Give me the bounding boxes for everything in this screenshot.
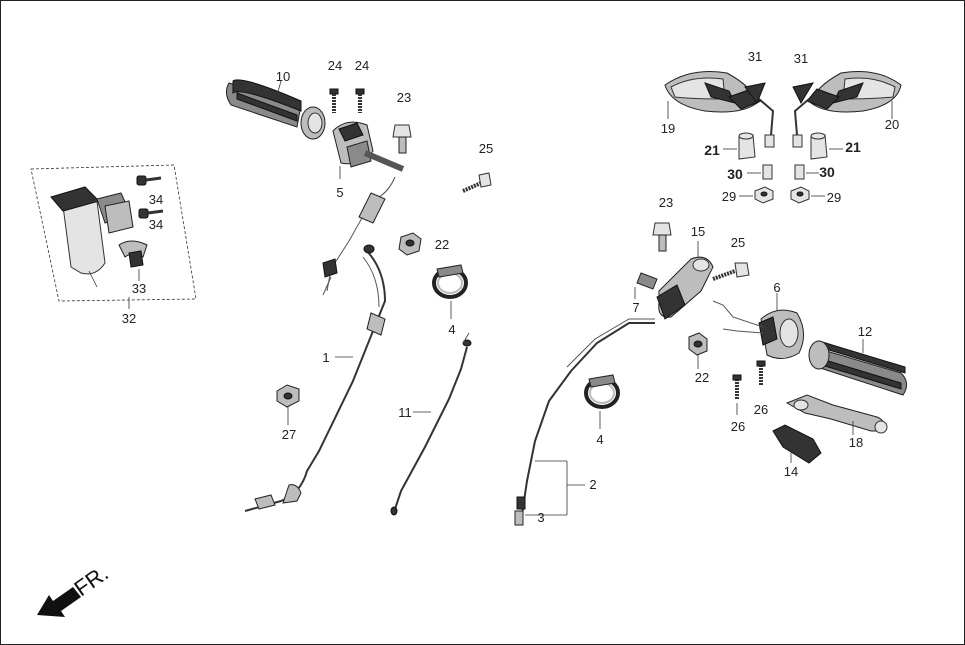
cover-21-left — [723, 132, 756, 160]
clutch-lever-18 — [785, 394, 888, 435]
callout-4-left: 4 — [448, 322, 455, 337]
callout-14: 14 — [784, 464, 798, 479]
nut-22-left — [398, 232, 422, 256]
callout-24-b: 24 — [355, 58, 369, 73]
switch-wiring — [322, 176, 396, 296]
cap-31-right — [792, 82, 815, 105]
bolt-25-left — [462, 172, 492, 193]
front-direction-indicator: FR. — [37, 560, 113, 617]
callout-2: 2 — [589, 477, 596, 492]
bolt-34-b — [138, 208, 164, 219]
callout-21-left: 21 — [704, 142, 720, 158]
callout-10: 10 — [276, 69, 290, 84]
bolt-26-a — [732, 374, 742, 415]
hose-clamp-4-left — [432, 264, 468, 319]
adaptor-30-left — [747, 164, 773, 180]
clutch-cable-2 — [514, 318, 655, 526]
callout-32: 32 — [122, 311, 136, 326]
callout-31-right: 31 — [794, 51, 808, 66]
callout-34-a: 34 — [149, 192, 163, 207]
lever-boot-14 — [772, 424, 822, 464]
bolt-24-a — [329, 88, 339, 113]
bolt-26-b — [756, 360, 766, 385]
callout-1: 1 — [322, 350, 329, 365]
left-grip-10 — [225, 79, 326, 140]
callout-12: 12 — [858, 324, 872, 339]
callout-18: 18 — [849, 435, 863, 450]
callout-11: 11 — [398, 405, 412, 420]
callout-26-a: 26 — [731, 419, 745, 434]
callout-20: 20 — [885, 117, 899, 132]
callout-29-left: 29 — [722, 189, 736, 204]
callout-34-b: 34 — [149, 217, 163, 232]
mirror-19-left — [664, 71, 775, 148]
nut-27 — [276, 384, 300, 425]
callout-26-b: 26 — [754, 402, 768, 417]
adaptor-30-right — [794, 164, 819, 180]
callout-22-left: 22 — [435, 237, 449, 252]
callout-30-right: 30 — [819, 164, 835, 180]
bolt-23-left — [392, 124, 412, 154]
mirror-20-right — [792, 71, 902, 148]
bolt-34-a — [136, 175, 162, 186]
nut-29-left — [739, 186, 774, 204]
clutch-bracket-15 — [634, 241, 714, 320]
hose-clamp-4-right — [584, 374, 620, 429]
callout-25-left: 25 — [479, 141, 493, 156]
callout-22-right: 22 — [695, 370, 709, 385]
cover-21-right — [810, 132, 843, 160]
callout-30-left: 30 — [727, 166, 743, 182]
left-switch-5 — [332, 121, 405, 179]
right-grip-12 — [808, 339, 907, 396]
callout-7: 7 — [632, 300, 639, 315]
bolt-25-right — [712, 262, 750, 281]
callout-6: 6 — [773, 280, 780, 295]
nut-22-right — [688, 332, 708, 369]
cable-11 — [390, 332, 472, 516]
throttle-cable-1 — [244, 244, 387, 512]
callout-33: 33 — [132, 281, 146, 296]
callout-labels: 10 24 24 23 5 25 22 4 1 27 11 34 34 33 3… — [122, 49, 899, 525]
callout-3: 3 — [537, 510, 544, 525]
callout-23-right: 23 — [659, 195, 673, 210]
callout-4-right: 4 — [596, 432, 603, 447]
bolt-23-right — [652, 222, 672, 252]
callout-15: 15 — [691, 224, 705, 239]
callout-27: 27 — [282, 427, 296, 442]
callout-25-right: 25 — [731, 235, 745, 250]
callout-5: 5 — [336, 185, 343, 200]
bolt-24-b — [355, 88, 365, 113]
callout-29-right: 29 — [827, 190, 841, 205]
callout-19: 19 — [661, 121, 675, 136]
inset-assembly-32 — [30, 164, 197, 309]
cap-31-left — [744, 82, 766, 105]
callout-24-a: 24 — [328, 58, 342, 73]
callout-21-right: 21 — [845, 139, 861, 155]
callout-31-left: 31 — [748, 49, 762, 64]
right-switch-6 — [712, 293, 804, 359]
nut-29-right — [790, 186, 825, 204]
callout-23-left: 23 — [397, 90, 411, 105]
